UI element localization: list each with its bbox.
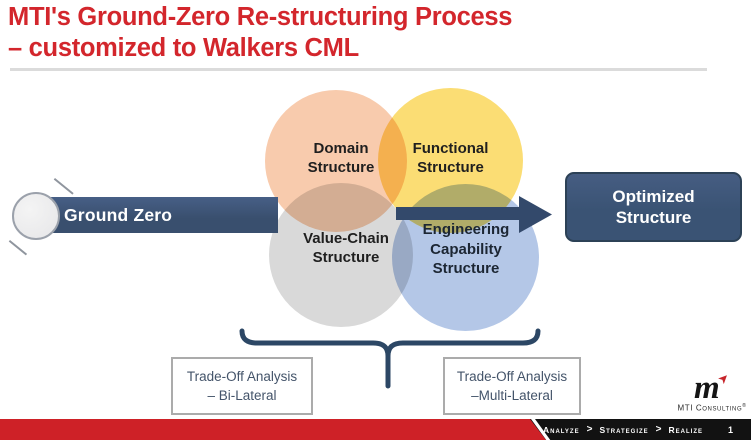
footer-step-realize: Realize <box>668 424 703 435</box>
node-tick-top <box>53 178 74 195</box>
footer-red-bar <box>0 419 546 440</box>
ground-zero-node <box>12 192 60 240</box>
chevron-separator-icon: > <box>655 424 662 435</box>
mti-logo-text: MTI Consulting® <box>672 403 751 413</box>
mti-logo-name: MTI Consulting <box>677 403 743 413</box>
venn-label-value-chain: Value-Chain Structure <box>303 230 389 266</box>
slide-title-line-1: MTI's Ground-Zero Re-structuring Process <box>8 3 513 31</box>
optimized-structure-label: Optimized Structure <box>612 187 695 227</box>
ground-zero-label: Ground Zero <box>64 204 173 225</box>
page-number: 1 <box>728 424 734 435</box>
brace <box>239 328 541 389</box>
venn-label-engineering: Engineering Capability Structure <box>422 221 510 277</box>
slide-title-line-2: – customized to Walkers CML <box>8 34 359 62</box>
chevron-separator-icon: > <box>586 424 593 435</box>
footer-step-analyze: Analyze <box>543 424 580 435</box>
venn-circle-value-chain <box>269 183 413 327</box>
title-underline <box>10 68 707 71</box>
footer-black-bar <box>506 419 751 440</box>
registered-mark: ® <box>742 403 747 409</box>
venn-label-domain: Domain Structure <box>307 140 375 176</box>
tradeoff-multilateral-label: Trade-Off Analysis –Multi-Lateral <box>456 369 568 403</box>
slide-title: MTI's Ground-Zero Re-structuring Process… <box>8 2 728 64</box>
node-tick-bottom <box>8 240 28 256</box>
optimized-structure-box: Optimized Structure <box>565 172 742 242</box>
tradeoff-box-multilateral: Trade-Off Analysis –Multi-Lateral <box>443 357 581 415</box>
tradeoff-bilateral-label: Trade-Off Analysis – Bi-Lateral <box>186 369 298 403</box>
ground-zero-bar: Ground Zero <box>46 197 278 233</box>
footer-tagline: Analyze > Strategize > Realize <box>543 419 703 440</box>
tradeoff-box-bilateral: Trade-Off Analysis – Bi-Lateral <box>171 357 313 415</box>
footer-step-strategize: Strategize <box>599 424 649 435</box>
mti-logo-mark: m <box>694 370 720 406</box>
process-arrow-icon <box>396 196 552 233</box>
venn-label-functional: Functional Structure <box>412 140 489 176</box>
